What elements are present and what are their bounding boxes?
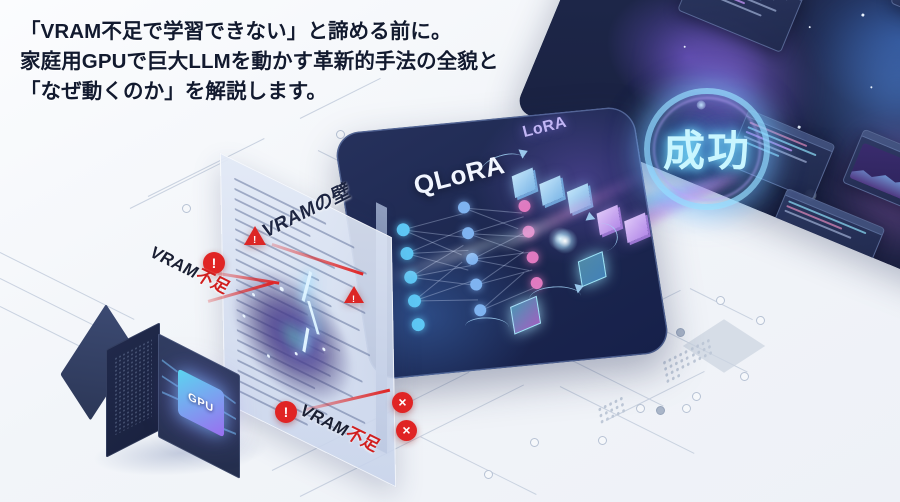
success-ring — [644, 88, 770, 210]
lora-cube — [539, 175, 564, 206]
error-badge-icon: × — [392, 392, 413, 413]
warning-triangle-icon: ! — [344, 286, 364, 304]
success-label-wrap: 成功 — [644, 88, 770, 210]
gpu-label: GPU — [188, 390, 214, 416]
error-badge-icon: × — [396, 420, 417, 441]
headline-line-2: 家庭用GPUで巨大LLMを動かす革新的手法の全貌と — [20, 50, 499, 73]
headline-line-3: 「なぜ動くのか」を解説します。 — [20, 80, 327, 103]
lora-label: LoRA — [521, 113, 569, 142]
headline-line-1: 「VRAM不足で学習できない」と諦める前に。 — [20, 20, 452, 43]
page-title: 「VRAM不足で学習できない」と諦める前に。 家庭用GPUで巨大LLMを動かす革… — [20, 17, 499, 107]
quantization-cube — [624, 212, 649, 244]
warning-badge-icon: ! — [203, 252, 225, 274]
warning-badge-icon: ! — [275, 401, 297, 423]
success-label: 成功 — [662, 127, 751, 175]
qlora-label: QLoRA — [410, 149, 508, 201]
warning-triangle-icon: ! — [244, 226, 266, 246]
